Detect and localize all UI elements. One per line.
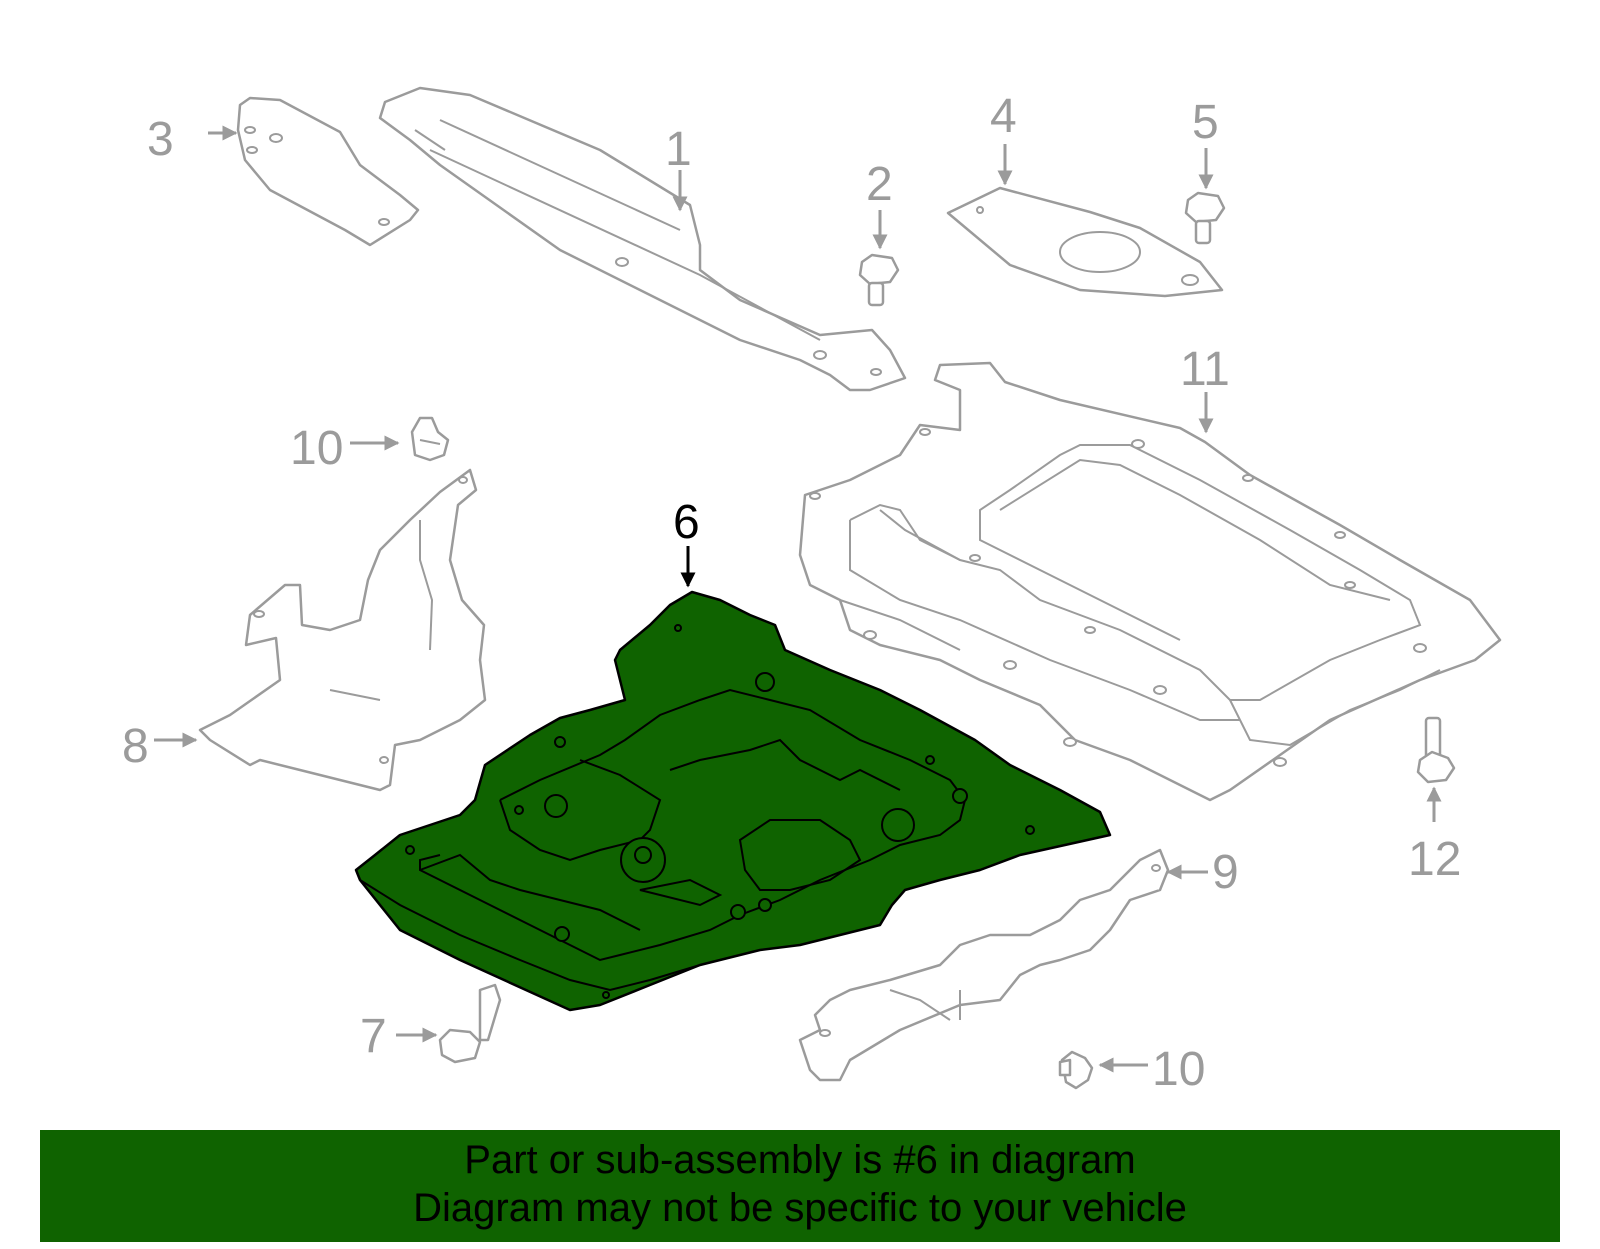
part-10-pushpin-top: [410, 416, 450, 462]
part-6-undertray: [354, 590, 1112, 1012]
part-5-bolt: [1184, 191, 1226, 245]
part-12-bolt: [1416, 716, 1456, 784]
callout-2: 2: [866, 158, 893, 211]
part-10-pushpin-bottom: [1058, 1050, 1094, 1090]
part-11-splash-shield: [798, 361, 1502, 802]
info-banner: Part or sub-assembly is #6 in diagram Di…: [40, 1130, 1560, 1242]
part-7-bolt: [438, 983, 502, 1064]
part-2-bolt: [858, 253, 900, 307]
callout-8: 8: [122, 720, 149, 773]
part-9-right-shield: [798, 848, 1170, 1082]
callout-3: 3: [147, 113, 174, 166]
callout-9: 9: [1212, 846, 1239, 899]
callout-4: 4: [990, 90, 1017, 143]
callout-10-bottom: 10: [1152, 1043, 1205, 1096]
callout-12: 12: [1408, 833, 1461, 886]
callout-11: 11: [1180, 343, 1230, 396]
parts-diagram: 3 1 2 4 5 11 10 6 8 9 12 7 10: [122, 86, 1502, 1096]
callout-1: 1: [665, 123, 692, 176]
banner-line-2: Diagram may not be specific to your vehi…: [413, 1186, 1187, 1230]
banner-line-1: Part or sub-assembly is #6 in diagram: [464, 1138, 1136, 1182]
part-8-left-shield: [198, 468, 487, 792]
callout-5: 5: [1192, 96, 1219, 149]
part-3-bracket: [236, 96, 420, 247]
callout-6: 6: [673, 496, 700, 549]
part-4-plate: [946, 186, 1224, 298]
callout-10-top: 10: [290, 422, 343, 475]
part-1-crossmember: [378, 86, 907, 392]
callout-7: 7: [360, 1010, 387, 1063]
